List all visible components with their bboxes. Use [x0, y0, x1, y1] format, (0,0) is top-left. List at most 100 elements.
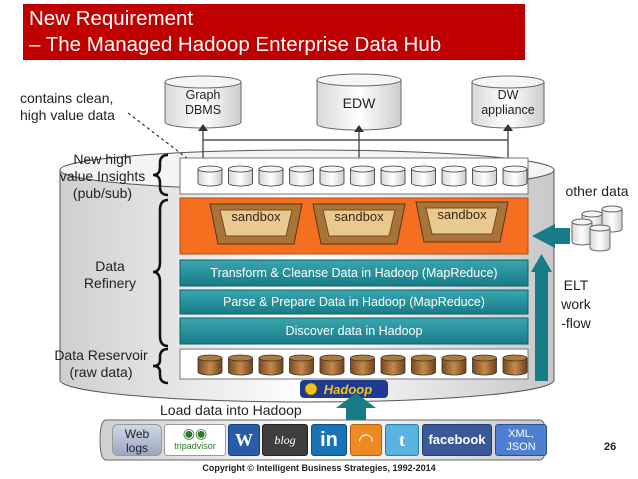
zone-braces: [152, 153, 169, 385]
dw-label-line2: appliance: [481, 103, 535, 117]
word-doc-icon: W: [235, 430, 253, 450]
insight-db-4: [289, 165, 314, 187]
insight-db-8: [411, 165, 436, 187]
reservoir-db-10: [472, 354, 497, 376]
parse-label: Parse & Prepare Data in Hadoop (MapReduc…: [223, 295, 485, 309]
transform-bar: [179, 259, 529, 287]
hadoop-logo-text: Hadoop: [324, 382, 372, 397]
pointer-dotted-line: [127, 112, 197, 166]
page-number: 26: [604, 441, 617, 453]
copyright-footer: Copyright © Intelligent Business Strateg…: [202, 463, 436, 473]
reservoir-line1: Data Reservoir: [54, 347, 148, 363]
blog-source: blog: [262, 424, 308, 456]
web-logs-source: Web logs: [112, 424, 162, 456]
twitter-source: t: [385, 424, 419, 456]
insight-db-2: [228, 165, 253, 187]
xml-json-text: XML, JSON: [496, 425, 546, 454]
graph-dbms-cylinder: [164, 75, 242, 129]
other-data-arrow: [532, 224, 570, 248]
elt-workflow-label: ELT work -flow: [556, 276, 596, 333]
discover-bar: [179, 317, 529, 345]
insight-db-9: [441, 165, 467, 187]
xml-line2: JSON: [506, 441, 536, 453]
insights-line3: (pub/sub): [72, 185, 133, 201]
sandbox-box-1: [209, 203, 303, 245]
reservoir-db-6: [350, 354, 375, 376]
rss-source: ◠: [350, 424, 382, 456]
linkedin-text: in: [320, 429, 338, 451]
insights-db-row: [197, 165, 528, 187]
reservoir-db-2: [228, 354, 253, 376]
graph-dbms-label: Graph DBMS: [165, 88, 241, 118]
hadoop-logo: Hadoop: [300, 380, 388, 398]
facebook-source: facebook: [422, 424, 492, 456]
insight-db-5: [319, 165, 345, 187]
refinery-line1: Data: [95, 258, 125, 274]
graph-label-line1: Graph: [185, 88, 221, 102]
insights-line2: value Insights: [59, 168, 146, 184]
parse-bar: [179, 289, 529, 315]
reservoir-db-9: [441, 354, 467, 376]
other-data-label: other data: [565, 183, 629, 199]
reservoir-db-7: [380, 354, 406, 376]
reservoir-db-row: [197, 354, 528, 376]
sandbox-box-2: [312, 203, 406, 245]
insight-db-10: [472, 165, 497, 187]
discover-label: Discover data in Hadoop: [285, 324, 423, 338]
xml-json-source: XML, JSON: [495, 424, 547, 456]
weblogs-line2: logs: [125, 441, 148, 455]
linkedin-source: in: [311, 424, 347, 456]
twitter-icon: t: [399, 430, 405, 450]
tripadvisor-text: tripadvisor: [174, 441, 216, 451]
sandbox-group: [209, 201, 509, 245]
sandbox-label-3: sandbox: [437, 207, 487, 222]
rss-icon: ◠: [358, 430, 374, 450]
reservoir-db-4: [289, 354, 314, 376]
sandbox-labels: sandbox sandbox sandbox: [180, 205, 528, 231]
insight-db-7: [380, 165, 406, 187]
title-line-1: New Requirement: [29, 7, 194, 30]
elt-line2: work: [561, 296, 591, 312]
annotation-line1: contains clean,: [20, 90, 114, 106]
title-line-2: – The Managed Hadoop Enterprise Data Hub: [29, 33, 442, 56]
reservoir-db-11: [502, 354, 528, 376]
sandbox-label-2: sandbox: [334, 209, 384, 224]
contains-clean-annotation: contains clean, high value data: [20, 90, 115, 124]
insight-db-3: [258, 165, 284, 187]
refinery-line2: Refinery: [83, 275, 137, 291]
transform-label: Transform & Cleanse Data in Hadoop (MapR…: [210, 266, 498, 280]
edw-label: EDW: [342, 95, 376, 111]
owl-icon: ◉◉: [182, 425, 208, 441]
weblogs-line1: Web: [124, 427, 150, 441]
dw-appliance-label: DW appliance: [472, 88, 544, 118]
insight-db-11: [502, 165, 528, 187]
load-data-label: Load data into Hadoop: [160, 402, 302, 418]
sandbox-box-3: [415, 201, 509, 243]
blog-text: blog: [274, 433, 296, 447]
insights-zone-label: New high value Insights (pub/sub): [45, 151, 160, 202]
word-doc-source: W: [228, 424, 260, 456]
edw-cylinder: [316, 73, 402, 131]
graph-label-line2: DBMS: [184, 103, 222, 117]
annotation-line2: high value data: [20, 107, 115, 123]
insight-db-6: [350, 165, 375, 187]
web-logs-text: Web logs: [113, 425, 161, 455]
reservoir-line2: (raw data): [69, 364, 133, 380]
elt-line1: ELT: [563, 277, 589, 293]
xml-line1: XML,: [508, 428, 534, 440]
insight-db-1: [197, 165, 223, 187]
reservoir-db-8: [411, 354, 436, 376]
dw-label-line1: DW: [497, 88, 519, 102]
reservoir-db-3: [258, 354, 284, 376]
reservoir-db-5: [319, 354, 345, 376]
insights-line1: New high: [73, 151, 132, 167]
other-data-cylinders: [571, 205, 623, 252]
outflow-arrowheads: [198, 124, 513, 132]
facebook-text: facebook: [428, 432, 486, 447]
elt-up-arrow: [531, 254, 552, 381]
outflow-arrows: [202, 130, 509, 158]
reservoir-zone-label: Data Reservoir (raw data): [42, 347, 160, 381]
reservoir-db-1: [197, 354, 223, 376]
elt-line3: -flow: [561, 315, 591, 331]
